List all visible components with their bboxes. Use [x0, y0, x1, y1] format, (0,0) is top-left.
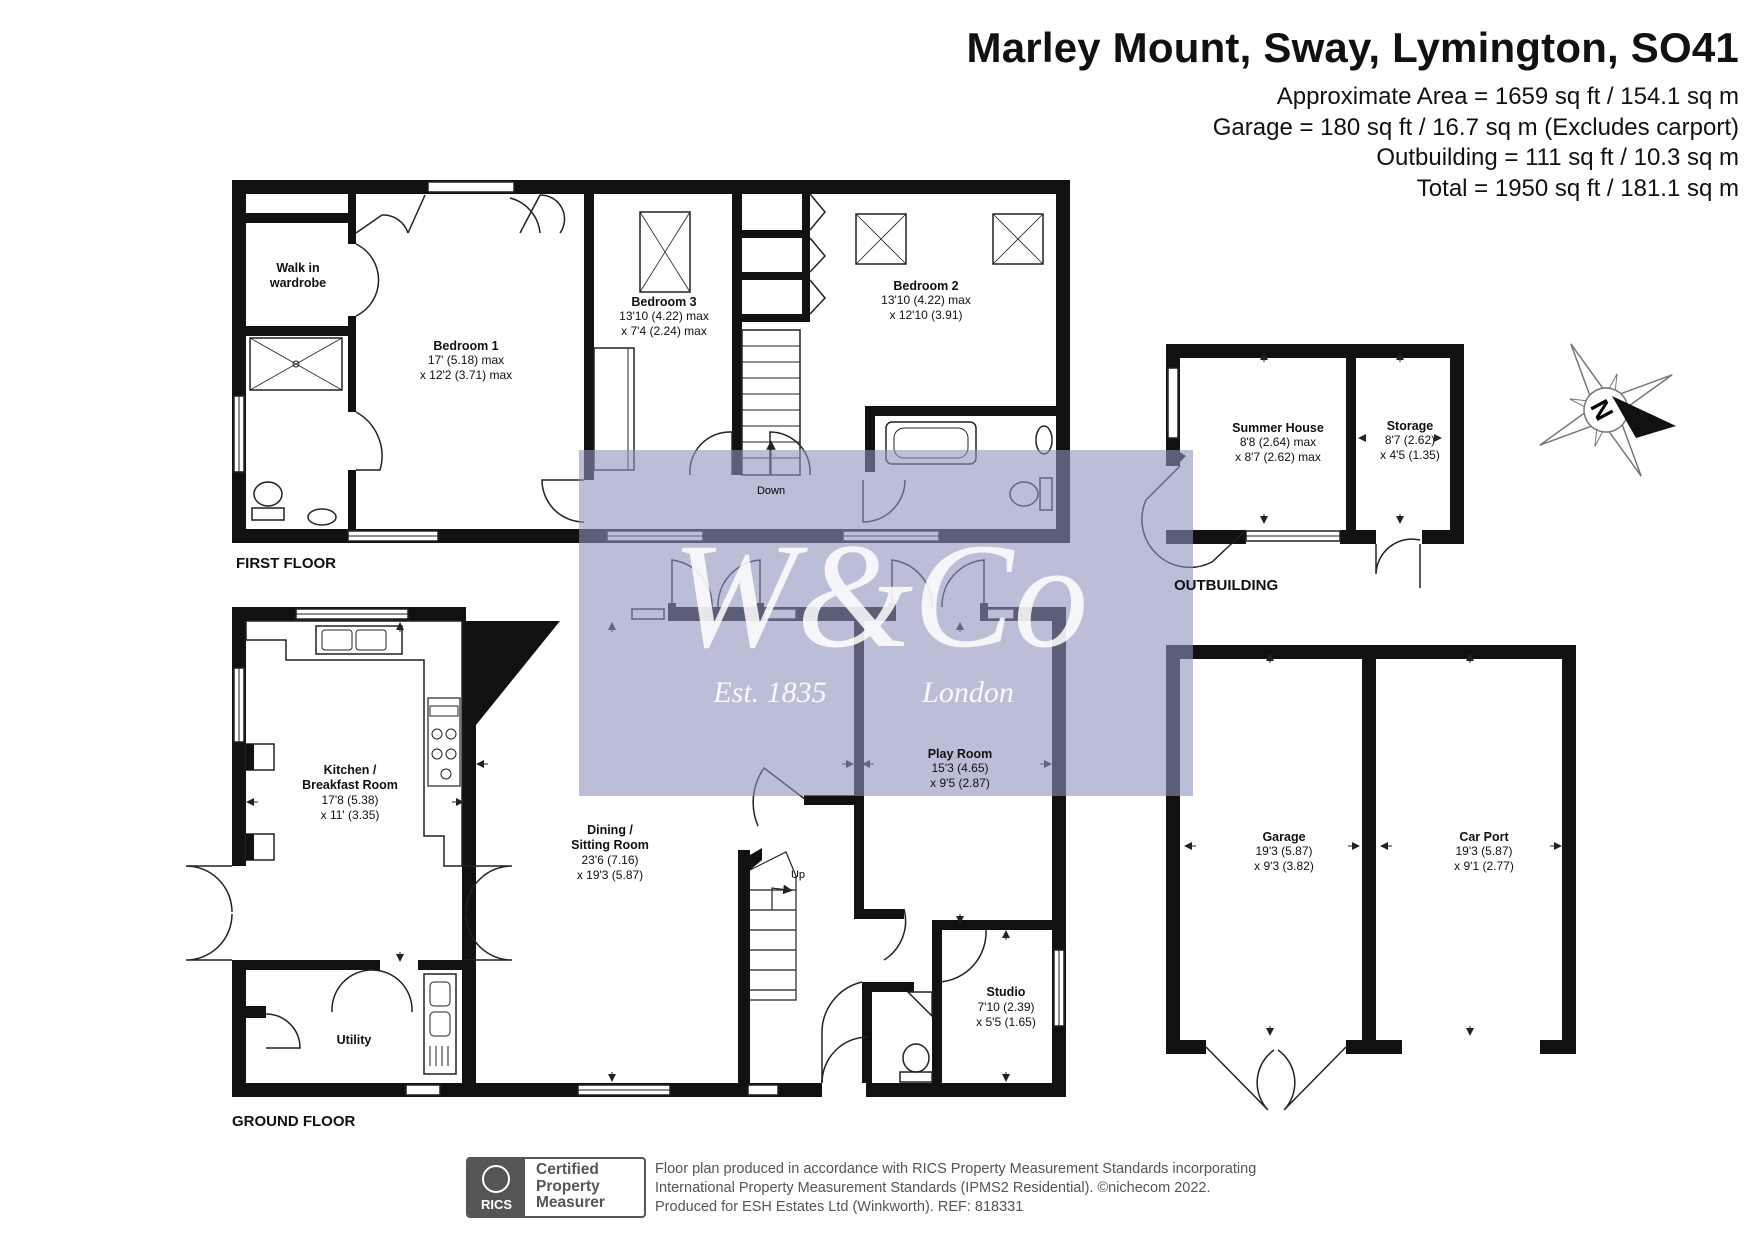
ground-floor-label: GROUND FLOOR: [232, 1113, 355, 1130]
summer-house-dim2: x 8'7 (2.62) max: [1235, 450, 1321, 464]
dining-name-2: Sitting Room: [571, 838, 649, 852]
kitchen-dim2: x 11' (3.35): [321, 808, 380, 822]
total-area: Total = 1950 sq ft / 181.1 sq m: [1416, 174, 1739, 202]
bedroom1-name: Bedroom 1: [433, 339, 498, 353]
storage-name: Storage: [1387, 419, 1434, 433]
badge-line-3: Measurer: [536, 1194, 605, 1211]
garage-dim2: x 9'3 (3.82): [1254, 859, 1314, 873]
play-room-name: Play Room: [928, 747, 993, 761]
watermark: W&Co Est. 1835 London: [579, 450, 1193, 796]
garage-dim1: 19'3 (5.87): [1256, 844, 1313, 858]
rics-badge: RICS Certified Property Measurer: [466, 1157, 646, 1218]
rics-logo-icon: RICS: [468, 1159, 525, 1216]
footer-line-1: Floor plan produced in accordance with R…: [655, 1161, 1257, 1177]
storage-dim2: x 4'5 (1.35): [1380, 448, 1440, 462]
dining-dim1: 23'6 (7.16): [582, 853, 639, 867]
first-floor-label: FIRST FLOOR: [236, 555, 336, 572]
car-port-name: Car Port: [1459, 830, 1509, 844]
summer-house-dim1: 8'8 (2.64) max: [1240, 435, 1316, 449]
footer-line-3: Produced for ESH Estates Ltd (Winkworth)…: [655, 1199, 1024, 1215]
studio-name: Studio: [987, 985, 1026, 999]
bedroom1-dim2: x 12'2 (3.71) max: [420, 368, 512, 382]
garage-block: [1166, 645, 1576, 1111]
outbuilding-area: Outbuilding = 111 sq ft / 10.3 sq m: [1376, 144, 1739, 171]
watermark-monogram: W&Co: [672, 513, 1089, 679]
approx-area: Approximate Area = 1659 sq ft / 154.1 sq…: [1276, 83, 1739, 110]
area-summary: Approximate Area = 1659 sq ft / 154.1 sq…: [1213, 82, 1739, 204]
bedroom3-name: Bedroom 3: [631, 295, 696, 309]
stairs-down-label: Down: [757, 485, 785, 497]
storage-dim1: 8'7 (2.62): [1385, 433, 1435, 447]
badge-line-2: Property: [536, 1177, 600, 1195]
measurement-arrows: [246, 352, 1562, 1082]
rics-seal-icon: [482, 1165, 510, 1193]
studio-dim1: 7'10 (2.39): [978, 1000, 1035, 1014]
badge-line-1: Certified: [536, 1161, 599, 1178]
stairs-up-label: Up: [791, 869, 805, 881]
garage-name: Garage: [1262, 830, 1305, 844]
badge-text: Certified Property Measurer: [536, 1161, 605, 1212]
utility-name: Utility: [337, 1033, 372, 1047]
bedroom2-dim1: 13'10 (4.22) max: [881, 293, 971, 307]
outbuilding-label: OUTBUILDING: [1174, 577, 1278, 594]
outbuilding: [1141, 344, 1464, 588]
studio-dim2: x 5'5 (1.65): [976, 1015, 1036, 1029]
car-port-dim1: 19'3 (5.87): [1456, 844, 1513, 858]
bedroom1-dim1: 17' (5.18) max: [428, 353, 504, 367]
north-arrow-icon: [1612, 396, 1676, 438]
ground-floor: [185, 559, 1066, 1100]
summer-house-name: Summer House: [1232, 421, 1324, 435]
play-room-dim2: x 9'5 (2.87): [930, 776, 990, 790]
dining-name-1: Dining /: [587, 823, 633, 837]
bedroom3-dim1: 13'10 (4.22) max: [619, 309, 709, 323]
footer-line-2: International Property Measurement Stand…: [655, 1180, 1211, 1196]
walk-in-label-1: Walk in: [276, 261, 319, 275]
walk-in-label-2: wardrobe: [269, 276, 326, 290]
bedroom3-dim2: x 7'4 (2.24) max: [621, 324, 707, 338]
kitchen-name-2: Breakfast Room: [302, 778, 398, 792]
garage-area: Garage = 180 sq ft / 16.7 sq m (Excludes…: [1212, 113, 1739, 141]
bedroom2-dim2: x 12'10 (3.91): [889, 308, 962, 322]
watermark-city: London: [921, 676, 1014, 709]
kitchen-dim1: 17'8 (5.38): [322, 793, 379, 807]
play-room-dim1: 15'3 (4.65): [932, 761, 989, 775]
watermark-established: Est. 1835: [712, 676, 826, 709]
footer-disclaimer: Floor plan produced in accordance with R…: [655, 1160, 1256, 1217]
dining-dim2: x 19'3 (5.87): [577, 868, 643, 882]
page-title: Marley Mount, Sway, Lymington, SO41: [966, 24, 1739, 71]
rics-brand: RICS: [480, 1197, 513, 1212]
bedroom2-name: Bedroom 2: [893, 279, 958, 293]
kitchen-name-1: Kitchen /: [324, 763, 377, 777]
car-port-dim2: x 9'1 (2.77): [1454, 859, 1514, 873]
